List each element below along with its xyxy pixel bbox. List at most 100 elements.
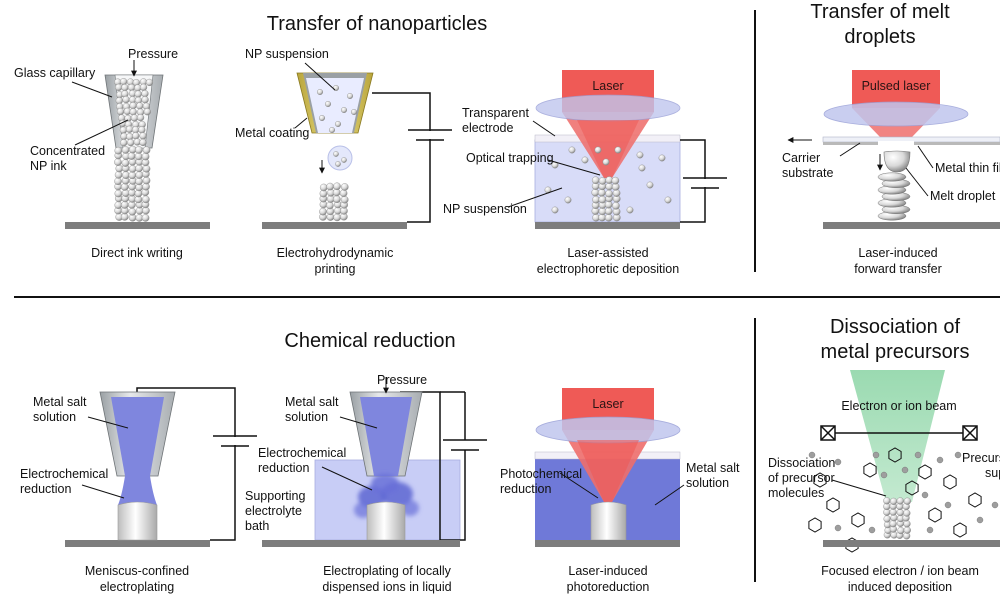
label-salt-2: solution	[33, 410, 76, 424]
caption-febid-2: induced deposition	[848, 580, 952, 594]
falling-droplet	[327, 145, 353, 171]
caption-febid-1: Focused electron / ion beam	[821, 564, 979, 578]
nanoparticle	[568, 146, 576, 154]
label-np-suspension: NP suspension	[245, 47, 329, 61]
nanoparticle	[592, 195, 600, 204]
label-salt-1: Metal salt	[686, 461, 740, 475]
precursor-molecule	[918, 464, 932, 480]
nanoparticle	[341, 157, 347, 163]
precursor-molecule	[826, 497, 840, 513]
nanoparticle	[333, 151, 339, 157]
panel-direct-ink-writing: Pressure Glass capillary Concentrated NP…	[14, 47, 210, 260]
nanoparticle	[141, 152, 150, 161]
panel-laser-photoreduction: Laser Photochemical reduction Metal salt…	[500, 388, 740, 594]
electron-ion-beam	[850, 370, 945, 502]
label-pressure: Pressure	[377, 373, 427, 387]
nanoparticle	[605, 182, 614, 191]
nanoparticle	[340, 195, 349, 204]
nanoparticle	[129, 108, 137, 116]
precursor-molecules	[808, 447, 999, 553]
nanoparticle	[611, 176, 620, 185]
precursor-molecule	[953, 522, 967, 538]
nanoparticle	[834, 458, 842, 466]
label-electrode-2: electrode	[462, 121, 513, 135]
nanoparticle	[131, 126, 140, 134]
substrate	[535, 540, 680, 547]
circuit-wire	[136, 387, 236, 541]
label-melt-droplet: Melt droplet	[930, 189, 996, 203]
nanoparticle	[119, 126, 127, 134]
nanoparticle	[127, 138, 135, 147]
nanoparticle	[897, 526, 905, 535]
nanoparticle	[145, 78, 154, 87]
caption-mcep-2: electroplating	[100, 580, 174, 594]
caption-direct-ink-writing: Direct ink writing	[91, 246, 183, 260]
label-laser: Laser	[592, 79, 623, 93]
label-salt-2: solution	[686, 476, 729, 490]
nanoparticle	[612, 189, 621, 197]
deposit-pillar	[117, 501, 158, 541]
nanoparticle	[136, 102, 144, 110]
caption-lift-1: Laser-induced	[858, 246, 937, 260]
nanoparticle	[126, 133, 134, 141]
nanoparticle	[889, 520, 897, 528]
nanoparticle	[834, 524, 842, 532]
nanoparticle	[114, 201, 123, 209]
label-precursors-2: supply	[985, 466, 1000, 480]
nanoparticle	[333, 84, 340, 91]
nanoparticle	[341, 106, 348, 113]
section-dividers	[14, 10, 1000, 582]
label-bath-1: Supporting	[245, 489, 306, 503]
nanoparticle	[944, 501, 952, 509]
caption-ehd-1: Electrohydrodynamic	[277, 246, 394, 260]
nanoparticle	[128, 165, 137, 173]
meniscus	[118, 476, 157, 505]
nanoparticle	[141, 96, 149, 104]
nanoparticle	[121, 159, 130, 167]
deposit-pillar	[883, 497, 911, 540]
nanoparticle	[581, 156, 589, 164]
nanoparticle	[658, 154, 666, 162]
caption-ep-2: dispensed ions in liquid	[322, 580, 451, 594]
nanoparticle	[903, 509, 911, 517]
nanoparticle	[141, 90, 149, 98]
nanoparticle	[808, 451, 816, 459]
dispensed-ion-cloud	[354, 474, 419, 518]
nanoparticle	[119, 78, 128, 86]
deposited-splat	[877, 172, 907, 182]
nanoparticle	[142, 195, 150, 204]
nanoparticle	[896, 508, 904, 517]
nanoparticle	[646, 181, 654, 189]
label-metal-coating: Metal coating	[235, 126, 309, 140]
label-dissociation-3: molecules	[768, 486, 824, 500]
nanoparticle	[142, 164, 151, 173]
suspension-particles	[317, 84, 358, 133]
nanoparticle	[116, 107, 125, 116]
label-salt-1: Metal salt	[285, 395, 339, 409]
lens	[535, 416, 681, 444]
nanoparticle	[333, 182, 341, 191]
label-dissociation-2: of precursor	[768, 471, 835, 485]
label-bath-3: bath	[245, 519, 269, 533]
nanoparticle	[319, 183, 328, 192]
precursor-molecule	[968, 492, 982, 508]
nanoparticle	[135, 171, 144, 179]
section-title-transfer-melt-1: Transfer of melt	[810, 1, 950, 23]
nanoparticle	[351, 108, 358, 115]
nanoparticle	[114, 146, 123, 155]
nanoparticle	[325, 100, 332, 107]
label-np-suspension: NP suspension	[443, 202, 527, 216]
caption-lift-2: forward transfer	[854, 262, 942, 276]
nanoparticle	[564, 196, 572, 204]
precursor-molecule	[888, 447, 902, 463]
nanoparticle	[880, 471, 888, 479]
nanoparticle	[591, 188, 600, 197]
label-metal-thin-film: Metal thin film	[935, 161, 1000, 175]
nanoparticle	[598, 195, 607, 204]
nanoparticle	[868, 526, 876, 534]
nanoparticle	[138, 126, 146, 134]
substrate	[823, 222, 1000, 229]
nanoparticle	[626, 206, 634, 214]
nanoparticle	[335, 161, 341, 167]
nanoparticle	[604, 207, 613, 215]
